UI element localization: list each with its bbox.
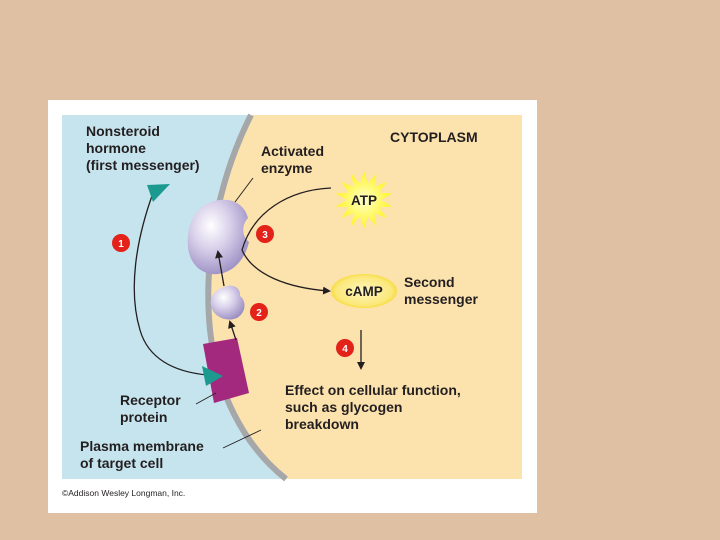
copyright-text: ©Addison Wesley Longman, Inc. [62, 488, 185, 498]
step-marker-4: 4 [336, 339, 354, 357]
figure-card: ATP cAMP 1 2 3 4 No [48, 100, 537, 513]
svg-text:1: 1 [118, 239, 124, 250]
enzyme-pointer [234, 177, 254, 203]
membrane-pointer [222, 429, 262, 449]
svg-text:enzyme: enzyme [261, 160, 313, 176]
bound-hormone [202, 366, 223, 386]
arrow-enzyme-to-camp [241, 249, 331, 295]
receptor-label: Receptor protein [120, 392, 181, 425]
svg-text:(first messenger): (first messenger) [86, 157, 200, 173]
enzyme-label: Activated enzyme [261, 143, 324, 176]
svg-text:Receptor: Receptor [120, 392, 181, 408]
arrow-atp-to-enzyme [241, 187, 332, 251]
svg-text:Nonsteroid: Nonsteroid [86, 123, 160, 139]
atp-molecule: ATP [335, 171, 393, 229]
svg-text:Effect on cellular function,: Effect on cellular function, [285, 382, 461, 398]
receptor-protein [203, 338, 249, 403]
svg-text:Activated: Activated [261, 143, 324, 159]
camp-label: cAMP [345, 284, 383, 299]
svg-text:hormone: hormone [86, 140, 146, 156]
effect-label: Effect on cellular function, such as gly… [285, 382, 461, 432]
activated-enzyme [187, 199, 249, 275]
receptor-pointer [195, 392, 217, 405]
step-marker-1: 1 [112, 234, 130, 252]
plasma-membrane [205, 113, 288, 482]
svg-text:4: 4 [342, 344, 348, 355]
arrow-g-protein-to-enzyme [215, 250, 225, 287]
svg-text:Second: Second [404, 274, 455, 290]
nonsteroid-hormone [147, 184, 170, 202]
svg-text:2: 2 [256, 308, 262, 319]
membrane-label: Plasma membrane of target cell [80, 438, 204, 471]
svg-text:Plasma membrane: Plasma membrane [80, 438, 204, 454]
svg-text:protein: protein [120, 409, 167, 425]
step-marker-3: 3 [256, 225, 274, 243]
svg-text:of target cell: of target cell [80, 455, 163, 471]
g-protein [210, 285, 245, 320]
signal-transduction-diagram: ATP cAMP 1 2 3 4 No [62, 113, 522, 498]
arrow-receptor-to-g-protein [228, 320, 237, 341]
svg-text:messenger: messenger [404, 291, 478, 307]
hormone-label: Nonsteroid hormone (first messenger) [86, 123, 200, 173]
svg-text:such as glycogen: such as glycogen [285, 399, 402, 415]
step-marker-2: 2 [250, 303, 268, 321]
svg-text:breakdown: breakdown [285, 416, 359, 432]
camp-molecule: cAMP [331, 274, 397, 308]
second-messenger-label: Second messenger [404, 274, 478, 307]
svg-text:3: 3 [262, 230, 268, 241]
cytoplasm-label: CYTOPLASM [390, 129, 478, 145]
atp-label: ATP [351, 193, 377, 208]
hormone-path-arrow [133, 192, 209, 376]
